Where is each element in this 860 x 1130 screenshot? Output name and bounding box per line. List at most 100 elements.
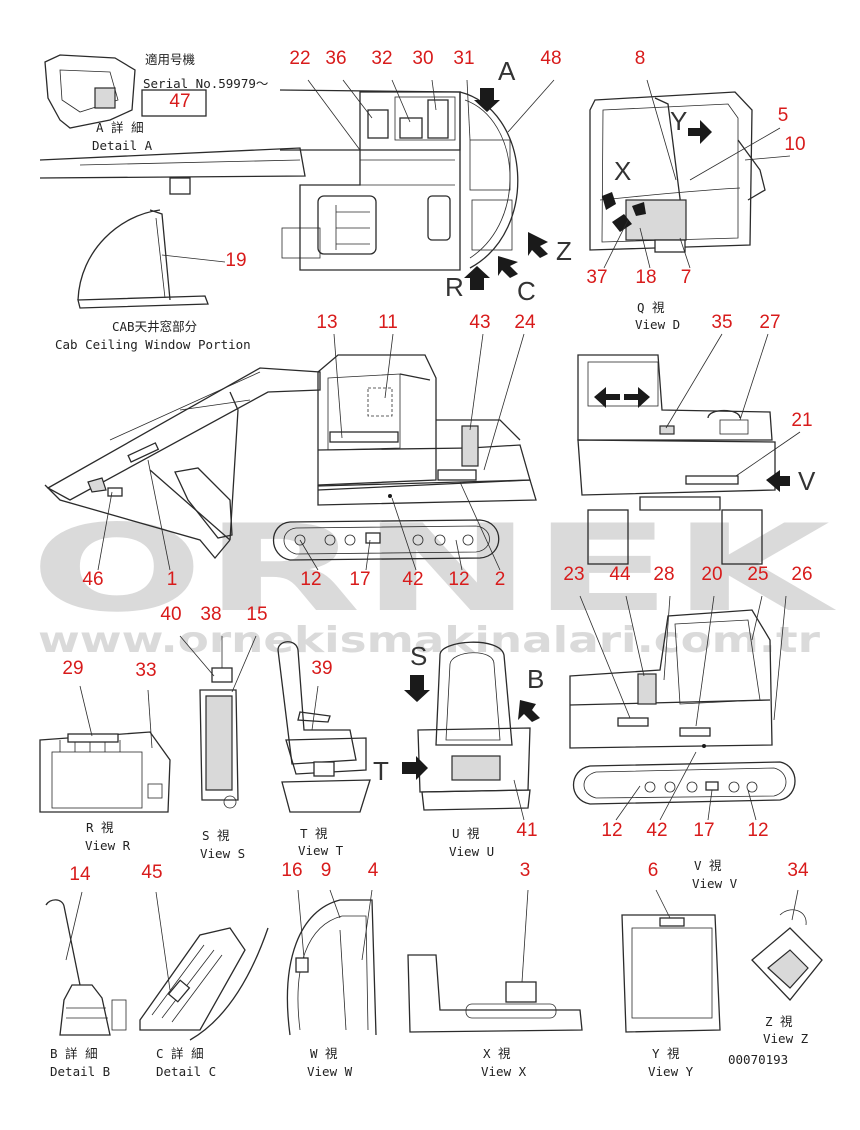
view-caption-10: S 視 [202,828,230,843]
callout-number-4: 30 [412,48,433,69]
decal-1 [127,442,160,463]
arrow-c-icon [498,256,518,278]
view-caption-3: Detail A [92,138,153,153]
decal-23 [617,717,649,727]
arrow-s-icon [404,675,430,702]
view-caption-12: T 視 [300,826,328,841]
arrow-r-icon [464,266,490,290]
callout-number-30: 28 [653,564,674,585]
callout-number-44: 12 [747,820,768,841]
view-letter-6: V [798,466,816,496]
decal-29 [67,733,119,743]
callout-number-14: 13 [316,312,337,333]
decal-43 [461,425,479,467]
view-u-seat-drawing [402,641,540,811]
arrow-left-icon [594,387,620,408]
decal-20 [679,727,711,737]
view-letter-5: Y [670,106,687,136]
view-caption-2: A 詳 細 [96,120,144,135]
view-caption-29: View Z [763,1031,809,1046]
callout-number-15: 11 [378,312,398,333]
view-caption-13: View T [298,843,344,858]
view-caption-4: CAB天井窓部分 [112,319,197,334]
decal-16 [295,957,309,973]
view-letter-0: A [498,56,516,86]
callout-number-25: 42 [402,569,423,590]
view-z-drawing [751,909,823,1001]
callout-number-32: 25 [747,564,768,585]
leader-lines [65,79,801,991]
decal-3 [505,981,537,1003]
cab-ceiling-window-drawing [77,209,209,309]
view-caption-22: W 視 [310,1046,338,1061]
callout-number-2: 36 [325,48,346,69]
decal-38 [211,667,233,683]
view-caption-23: View W [307,1064,353,1079]
excavator-side-view-right [569,609,796,805]
callout-number-7: 8 [635,48,646,69]
callout-number-39: 39 [311,658,332,679]
view-caption-19: Detail B [50,1064,110,1079]
watermark-brand: ORNEK [30,500,837,639]
plan-view-upper-structure [281,91,519,271]
view-caption-28: Z 視 [765,1014,793,1029]
callout-number-27: 2 [495,569,506,590]
callout-number-6: 48 [540,48,561,69]
callout-number-21: 46 [82,569,103,590]
callout-number-0: 47 [169,91,190,112]
view-letter-8: B [527,664,544,694]
callout-number-29: 44 [609,564,631,585]
decal-21 [685,475,739,485]
detail-c-drawing [139,927,269,1041]
arrow-a-icon [474,88,500,112]
view-t-seat-drawing [277,641,371,813]
view-caption-9: View R [85,838,131,853]
decal-6 [659,917,685,927]
callout-number-36: 15 [246,604,267,625]
callout-number-41: 12 [601,820,622,841]
callout-number-1: 22 [289,48,310,69]
detail-b-drawing [45,899,127,1036]
plan-view-boom [39,89,461,195]
callout-number-3: 32 [371,48,392,69]
callout-number-38: 33 [135,660,156,681]
view-caption-7: View D [635,317,680,332]
watermark: ORNEK www.ornekismakinalari.com.tr [30,500,837,661]
arrow-v-icon [766,470,790,492]
arrow-q-icon [688,120,712,144]
decal-44 [637,673,657,705]
arrow-x-icon [602,192,616,210]
decal-32 [399,117,423,139]
decal-36 [367,109,389,139]
view-letter-1: Z [556,236,572,266]
callout-number-18: 35 [711,312,732,333]
callout-number-23: 12 [300,569,321,590]
callout-number-24: 17 [349,569,370,590]
view-caption-24: X 視 [483,1046,511,1061]
callout-number-13: 7 [681,267,692,288]
view-caption-26: Y 視 [652,1046,680,1061]
callout-number-37: 29 [62,658,83,679]
callout-number-34: 40 [160,604,181,625]
callout-number-10: 19 [225,250,246,271]
callout-number-45: 14 [69,864,91,885]
callout-number-5: 31 [453,48,474,69]
view-x-drawing [407,954,583,1033]
callout-number-42: 42 [646,820,667,841]
view-s-drawing [199,667,239,809]
callout-number-16: 43 [469,312,490,333]
arrow-z-icon [528,232,548,258]
view-caption-6: Q 視 [637,300,665,315]
view-caption-15: View U [449,844,494,859]
callout-number-52: 34 [787,860,809,881]
view-caption-21: Detail C [156,1064,216,1079]
excavator-rear-view-v [577,354,790,565]
callout-number-11: 37 [586,267,607,288]
view-w-drawing [286,899,377,1036]
callout-number-8: 5 [778,105,789,126]
decal-35 [659,425,675,435]
view-caption-30: 00070193 [728,1052,788,1067]
